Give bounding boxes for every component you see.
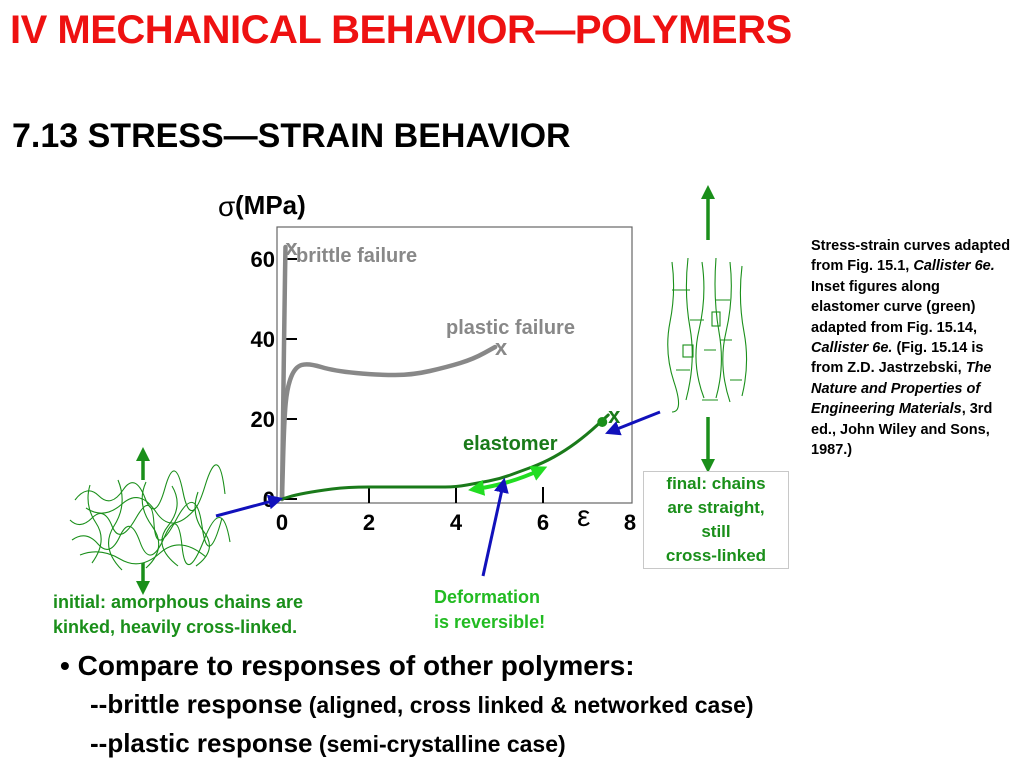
caption-italic-1: Callister 6e. <box>913 258 995 275</box>
plastic-response-detail: (semi-crystalline case) <box>312 731 566 757</box>
bullet-brittle: --brittle response (aligned, cross linke… <box>60 685 754 724</box>
final-state-box: final: chains are straight, still cross-… <box>643 471 789 569</box>
failure-marker: x <box>285 235 298 260</box>
final-line-2: are straight, <box>667 498 765 517</box>
caption-italic-3: The Nature and Properties of Engineering… <box>811 360 992 418</box>
caption-text-4: , 3rd ed., John Wiley and Sons, 1987.) <box>811 401 993 459</box>
bullet-plastic: --plastic response (semi-crystalline cas… <box>60 724 754 763</box>
figure-caption: Stress-strain curves adapted from Fig. 1… <box>811 236 1011 460</box>
elastomer-label: elastomer <box>463 433 558 455</box>
x-tick-label: 8 <box>624 510 636 535</box>
y-tick-label: 60 <box>251 247 275 272</box>
x-tick-label: 6 <box>537 510 549 535</box>
y-axis-unit: (MPa) <box>235 190 306 220</box>
final-line-1: final: chains <box>666 474 766 493</box>
initial-state-text: initial: amorphous chains are kinked, he… <box>53 590 303 640</box>
deformation-note: Deformation is reversible! <box>434 585 545 635</box>
brittle-response-label: --brittle response <box>90 689 303 719</box>
x-axis-symbol: ε <box>577 500 590 533</box>
failure-marker: x <box>495 335 508 360</box>
x-tick-label: 4 <box>450 510 463 535</box>
plastic-failure-label: plastic failure <box>446 317 575 339</box>
failure-marker: x <box>608 403 621 428</box>
deformation-line-2: is reversible! <box>434 612 546 632</box>
final-line-4: cross-linked <box>665 546 767 565</box>
slide-title: IV MECHANICAL BEHAVIOR—POLYMERS <box>10 8 792 52</box>
caption-italic-2: Callister 6e. <box>811 340 893 357</box>
initial-line-2: kinked, heavily cross-linked. <box>53 617 298 637</box>
plastic-response-label: --plastic response <box>90 728 313 758</box>
initial-chains-inset <box>69 464 231 571</box>
series-line-elastomer <box>280 413 610 501</box>
brittle-response-detail: (aligned, cross linked & networked case) <box>302 692 754 718</box>
bullet-main-text: Compare to responses of other polymers: <box>77 650 635 681</box>
reversible-arrow <box>468 466 548 496</box>
bullet-main: • Compare to responses of other polymers… <box>60 650 635 681</box>
final-line-3: still <box>701 522 731 541</box>
initial-line-1: initial: amorphous chains are <box>53 592 304 612</box>
caption-text-2: Inset figures along elastomer curve (gre… <box>811 278 977 336</box>
bullet-list: • Compare to responses of other polymers… <box>60 647 754 763</box>
y-axis-symbol: σ <box>218 191 235 222</box>
plot-frame <box>276 226 633 504</box>
blue-arrow-deformation <box>481 477 509 577</box>
deformation-line-1: Deformation <box>434 587 541 607</box>
brittle-failure-label: brittle failure <box>296 245 417 267</box>
elastomer-point <box>597 417 608 427</box>
final-chains-inset <box>667 257 748 413</box>
x-tick-label: 2 <box>363 510 375 535</box>
series-layer: x x x <box>279 235 621 502</box>
x-tick-label: 0 <box>276 510 288 535</box>
y-tick-label: 40 <box>251 327 275 352</box>
blue-arrow-final <box>605 410 661 436</box>
blue-arrow-initial <box>215 494 284 518</box>
x-ticks: 0 2 4 6 8 <box>276 487 636 535</box>
caption-text-3: (Fig. 15.14 is from Z.D. Jastrzebski, <box>811 340 984 377</box>
caption-text-1: Stress-strain curves adapted from Fig. 1… <box>811 238 1011 275</box>
section-title: 7.13 STRESS—STRAIN BEHAVIOR <box>12 117 571 155</box>
series-line-plastic-failure <box>279 344 498 502</box>
y-tick-label: 20 <box>251 407 275 432</box>
